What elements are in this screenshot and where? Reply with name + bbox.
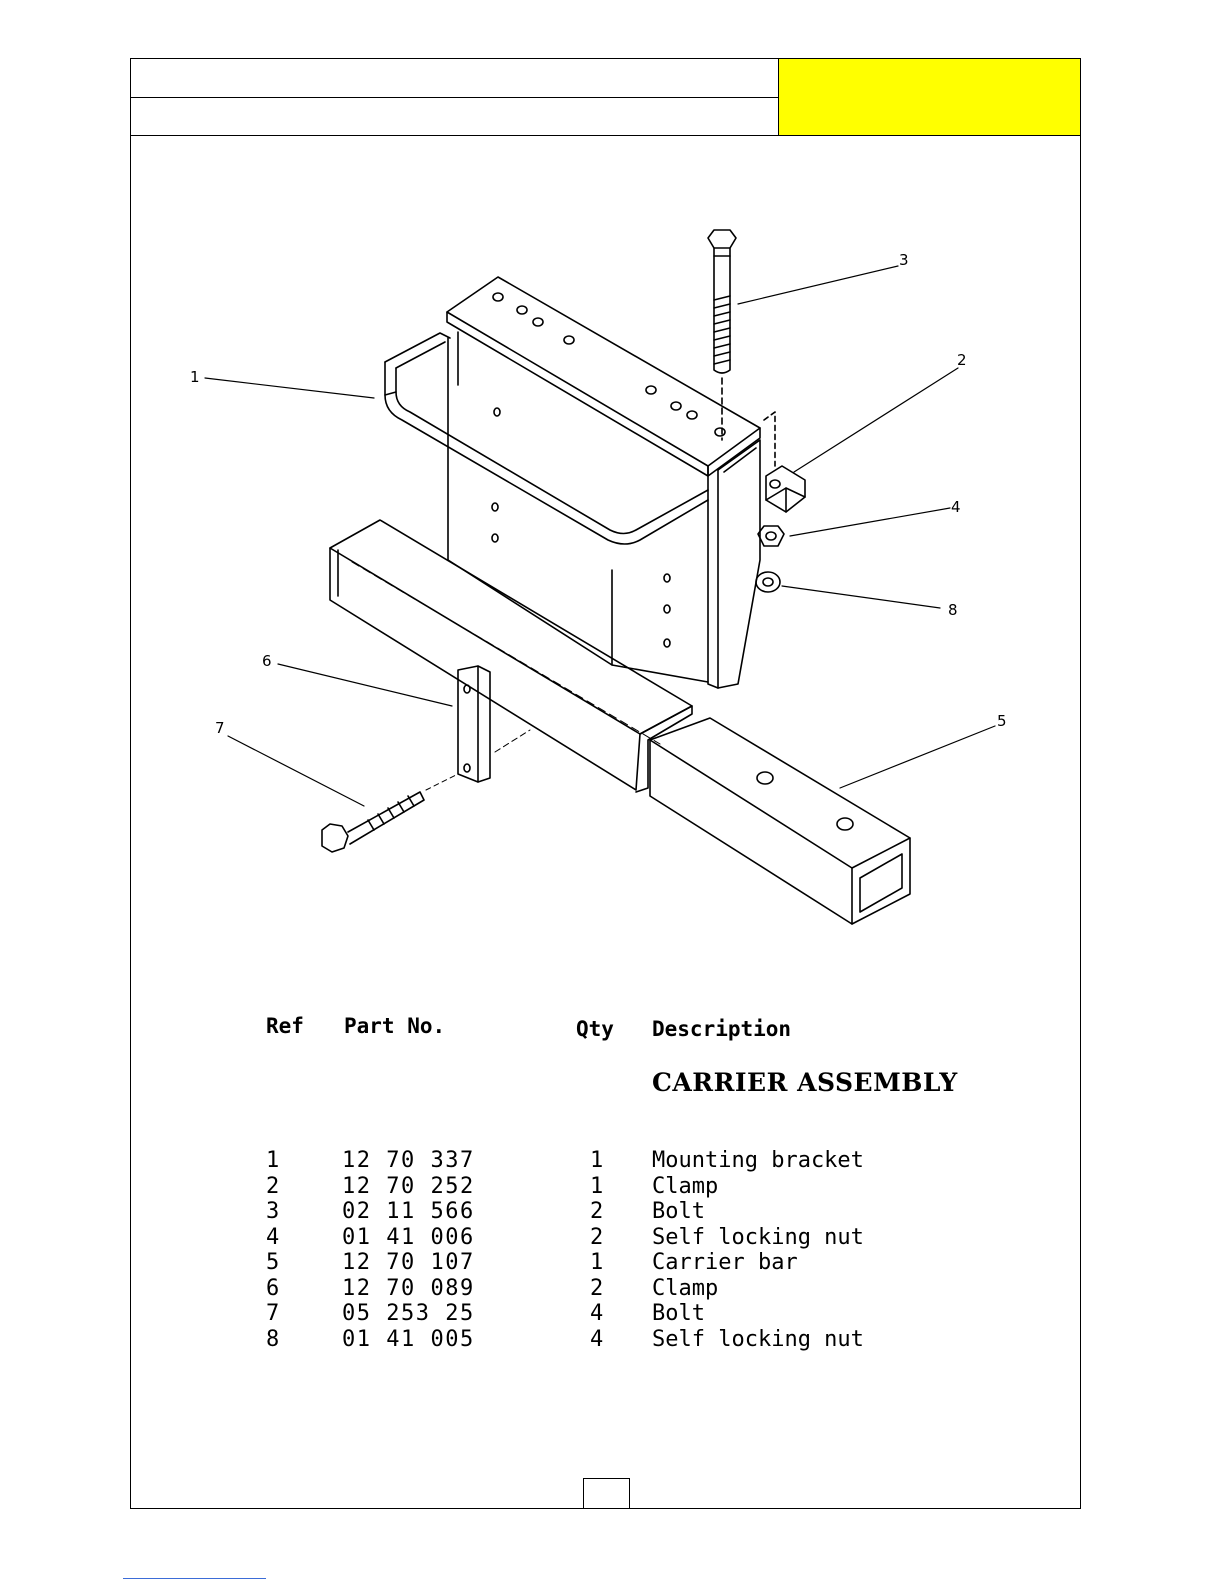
header-highlight-cell bbox=[779, 59, 1080, 136]
row-part-no: 05 253 25 bbox=[342, 1301, 475, 1326]
page-frame bbox=[130, 58, 1081, 1509]
row-part-no: 02 11 566 bbox=[342, 1199, 475, 1224]
clamp-plate-drawing bbox=[763, 411, 806, 513]
row-ref: 5 bbox=[266, 1250, 280, 1275]
row-part-no: 01 41 006 bbox=[342, 1224, 475, 1250]
row-ref: 4 bbox=[266, 1224, 280, 1250]
row-description: Bolt bbox=[652, 1199, 705, 1224]
header-description: Description bbox=[652, 1017, 792, 1041]
page-number-box bbox=[583, 1478, 630, 1508]
callout-8: 8 bbox=[948, 601, 958, 619]
row-qty: 2 bbox=[590, 1199, 604, 1224]
callout-1: 1 bbox=[190, 368, 200, 386]
parts-list: 1 12 70 337 1 Mounting bracket 2 12 70 2… bbox=[262, 1148, 864, 1353]
table-row: 1 12 70 337 1 Mounting bracket bbox=[262, 1148, 864, 1174]
header-subtitle-cell bbox=[131, 98, 779, 136]
table-row: 4 01 41 006 2 Self locking nut bbox=[262, 1224, 864, 1251]
row-qty: 2 bbox=[590, 1224, 604, 1250]
row-description: Clamp bbox=[652, 1275, 719, 1301]
row-ref: 7 bbox=[266, 1301, 280, 1326]
row-description: Carrier bar bbox=[652, 1250, 798, 1275]
table-row: 5 12 70 107 1 Carrier bar bbox=[262, 1250, 798, 1276]
callout-7: 7 bbox=[215, 719, 225, 737]
short-bolt-drawing bbox=[321, 773, 459, 853]
carrier-bar-drawing bbox=[649, 717, 911, 925]
header-title-cell bbox=[131, 59, 779, 98]
footer-link-underline[interactable] bbox=[123, 1578, 266, 1579]
row-ref: 6 bbox=[266, 1275, 280, 1301]
callout-6: 6 bbox=[262, 652, 272, 670]
header-ref: Ref bbox=[266, 1014, 304, 1038]
nut-4-drawing bbox=[757, 525, 785, 547]
table-row: 2 12 70 252 1 Clamp bbox=[262, 1173, 718, 1200]
row-qty: 1 bbox=[590, 1250, 604, 1275]
row-qty: 1 bbox=[590, 1173, 604, 1199]
row-part-no: 12 70 252 bbox=[342, 1173, 475, 1199]
row-qty: 4 bbox=[590, 1326, 604, 1352]
table-row: 3 02 11 566 2 Bolt bbox=[262, 1199, 705, 1225]
row-description: Self locking nut bbox=[652, 1224, 864, 1250]
row-description: Bolt bbox=[652, 1301, 705, 1326]
row-ref: 8 bbox=[266, 1326, 280, 1352]
row-qty: 2 bbox=[590, 1275, 604, 1301]
row-ref: 1 bbox=[266, 1148, 280, 1173]
row-qty: 4 bbox=[590, 1301, 604, 1326]
carrier-tube-inner-drawing bbox=[329, 519, 693, 793]
row-description: Self locking nut bbox=[652, 1326, 864, 1352]
header-qty: Qty bbox=[576, 1017, 614, 1041]
table-row: 7 05 253 25 4 Bolt bbox=[262, 1301, 705, 1327]
row-qty: 1 bbox=[590, 1148, 604, 1173]
row-description: Mounting bracket bbox=[652, 1148, 864, 1173]
mounting-bracket-drawing bbox=[384, 276, 761, 689]
small-clamp-drawing bbox=[457, 665, 531, 783]
table-row: 8 01 41 005 4 Self locking nut bbox=[262, 1326, 864, 1353]
callout-4: 4 bbox=[951, 498, 961, 516]
row-part-no: 12 70 089 bbox=[342, 1275, 475, 1301]
row-ref: 2 bbox=[266, 1173, 280, 1199]
header-part-no: Part No. bbox=[344, 1014, 446, 1038]
row-ref: 3 bbox=[266, 1199, 280, 1224]
assembly-title: CARRIER ASSEMBLY bbox=[652, 1068, 958, 1097]
callout-3: 3 bbox=[899, 251, 909, 269]
nut-8-drawing bbox=[755, 571, 781, 593]
table-row: 6 12 70 089 2 Clamp bbox=[262, 1275, 718, 1302]
row-part-no: 12 70 107 bbox=[342, 1250, 475, 1275]
callout-2: 2 bbox=[957, 351, 967, 369]
callout-5: 5 bbox=[997, 712, 1007, 730]
long-bolt-drawing bbox=[707, 229, 737, 441]
row-part-no: 12 70 337 bbox=[342, 1148, 475, 1173]
leader-lines bbox=[204, 265, 996, 807]
row-part-no: 01 41 005 bbox=[342, 1326, 475, 1352]
row-description: Clamp bbox=[652, 1173, 719, 1199]
